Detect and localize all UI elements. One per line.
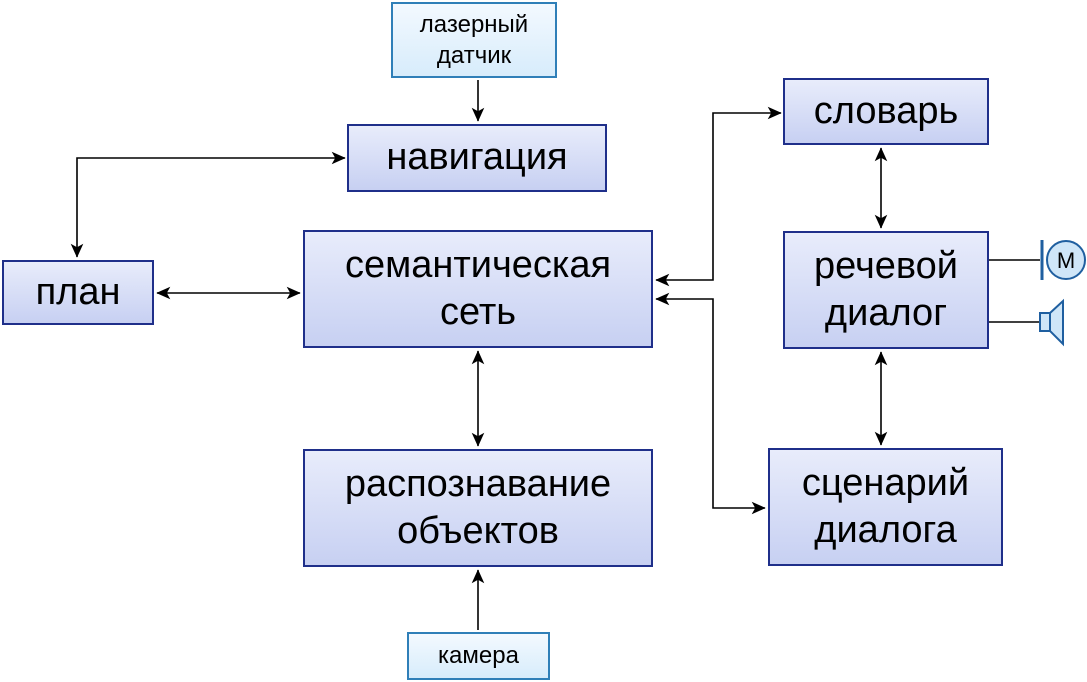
speaker-icon xyxy=(1039,298,1064,347)
laser-sensor-box: лазерный датчик xyxy=(391,2,557,78)
microphone-icon: М xyxy=(1040,240,1086,280)
object-recognition-box: распознавание объектов xyxy=(303,449,653,567)
arrow-navigation-plan xyxy=(70,151,346,258)
camera-box: камера xyxy=(407,632,550,680)
navigation-box: навигация xyxy=(347,124,607,192)
plan-box: план xyxy=(2,260,154,325)
dictionary-box: словарь xyxy=(783,78,989,145)
microphone-letter: М xyxy=(1057,248,1075,273)
arrow-dictionary-to-semantic-network xyxy=(655,106,782,287)
arrow-script-to-semantic-network xyxy=(655,292,766,515)
dialog-script-box: сценарий диалога xyxy=(768,448,1003,566)
semantic-network-box: семантическая сеть xyxy=(303,230,653,348)
speech-dialog-box: речевой диалог xyxy=(783,231,989,349)
